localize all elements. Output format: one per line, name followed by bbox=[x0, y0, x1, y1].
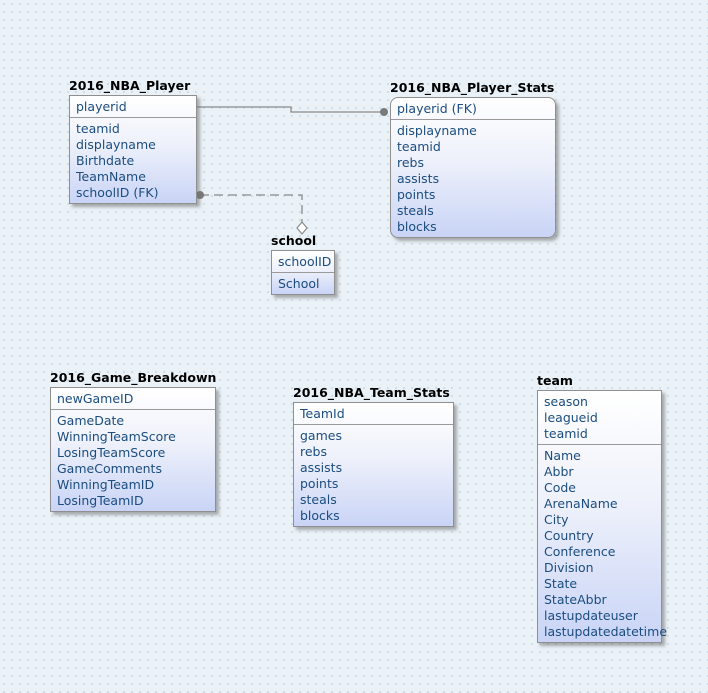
entity-box[interactable]: season leagueid teamid Name Abbr Code Ar… bbox=[537, 390, 668, 643]
attribute-field[interactable]: Division bbox=[544, 560, 594, 575]
primary-key-section: playerid bbox=[70, 96, 196, 118]
entity-title: 2016_NBA_Player_Stats bbox=[390, 80, 555, 95]
attribute-field[interactable]: GameComments bbox=[57, 461, 162, 476]
attribute-field[interactable]: games bbox=[300, 428, 342, 443]
entity-box[interactable]: playerid teamid displayname Birthdate Te… bbox=[69, 95, 197, 204]
key-field[interactable]: playerid (FK) bbox=[397, 101, 477, 116]
entity-title: 2016_NBA_Team_Stats bbox=[293, 385, 450, 400]
attribute-field[interactable]: lastupdatedatetime bbox=[544, 624, 668, 639]
attribute-field[interactable]: blocks bbox=[397, 219, 437, 234]
entity-title: team bbox=[537, 373, 573, 388]
attribute-field[interactable]: City bbox=[544, 512, 569, 527]
attribute-field[interactable]: School bbox=[278, 276, 320, 291]
attribute-section: School bbox=[272, 273, 334, 294]
attribute-field[interactable]: points bbox=[397, 187, 436, 202]
key-field[interactable]: TeamId bbox=[300, 406, 345, 421]
relationship-player-to-school[interactable] bbox=[200, 194, 303, 222]
relationship-end-dot bbox=[380, 108, 388, 116]
attribute-field[interactable]: WinningTeamScore bbox=[57, 429, 176, 444]
attribute-field[interactable]: StateAbbr bbox=[544, 592, 607, 607]
attribute-field[interactable]: LosingTeamScore bbox=[57, 445, 166, 460]
entity-box[interactable]: playerid (FK) displayname teamid rebs as… bbox=[390, 97, 556, 238]
attribute-field[interactable]: assists bbox=[300, 460, 343, 475]
relationship-start-dot bbox=[196, 191, 204, 199]
primary-key-section: newGameID bbox=[51, 388, 215, 410]
entity-title: school bbox=[271, 233, 317, 248]
attribute-field[interactable]: steals bbox=[300, 492, 337, 507]
attribute-section: games rebs assists points steals blocks bbox=[294, 425, 453, 526]
entity-title: 2016_Game_Breakdown bbox=[50, 370, 217, 385]
attribute-field[interactable]: Conference bbox=[544, 544, 616, 559]
attribute-field[interactable]: teamid bbox=[397, 139, 441, 154]
key-field[interactable]: season bbox=[544, 394, 588, 409]
primary-key-section: TeamId bbox=[294, 403, 453, 425]
attribute-field[interactable]: points bbox=[300, 476, 339, 491]
attribute-field[interactable]: blocks bbox=[300, 508, 340, 523]
attribute-field[interactable]: Name bbox=[544, 448, 581, 463]
entity-box[interactable]: newGameID GameDate WinningTeamScore Losi… bbox=[50, 387, 216, 512]
attribute-field[interactable]: schoolID (FK) bbox=[76, 185, 159, 200]
attribute-field[interactable]: Abbr bbox=[544, 464, 574, 479]
attribute-field[interactable]: LosingTeamID bbox=[57, 493, 144, 508]
entity-box[interactable]: schoolID School bbox=[271, 250, 335, 295]
attribute-section: Name Abbr Code ArenaName City Country Co… bbox=[538, 445, 668, 642]
key-field[interactable]: newGameID bbox=[57, 391, 134, 406]
attribute-field[interactable]: assists bbox=[397, 171, 440, 186]
attribute-section: GameDate WinningTeamScore LosingTeamScor… bbox=[51, 410, 215, 511]
key-field[interactable]: playerid bbox=[76, 99, 127, 114]
relationship-player-to-player-stats[interactable] bbox=[197, 106, 384, 113]
attribute-section: teamid displayname Birthdate TeamName sc… bbox=[70, 118, 196, 203]
attribute-section: displayname teamid rebs assists points s… bbox=[391, 120, 555, 237]
entity-box[interactable]: TeamId games rebs assists points steals … bbox=[293, 402, 454, 527]
attribute-field[interactable]: GameDate bbox=[57, 413, 125, 428]
attribute-field[interactable]: Country bbox=[544, 528, 594, 543]
primary-key-section: playerid (FK) bbox=[391, 98, 555, 120]
attribute-field[interactable]: lastupdateuser bbox=[544, 608, 638, 623]
relationship-diamond bbox=[296, 221, 308, 235]
key-field[interactable]: teamid bbox=[544, 426, 588, 441]
key-field[interactable]: leagueid bbox=[544, 410, 598, 425]
attribute-field[interactable]: rebs bbox=[300, 444, 328, 459]
attribute-field[interactable]: steals bbox=[397, 203, 434, 218]
primary-key-section: schoolID bbox=[272, 251, 334, 273]
attribute-field[interactable]: rebs bbox=[397, 155, 425, 170]
entity-title: 2016_NBA_Player bbox=[69, 78, 191, 93]
attribute-field[interactable]: teamid bbox=[76, 121, 120, 136]
attribute-field[interactable]: State bbox=[544, 576, 578, 591]
attribute-field[interactable]: ArenaName bbox=[544, 496, 618, 511]
attribute-field[interactable]: displayname bbox=[76, 137, 156, 152]
key-field[interactable]: schoolID bbox=[278, 254, 332, 269]
attribute-field[interactable]: Birthdate bbox=[76, 153, 135, 168]
attribute-field[interactable]: TeamName bbox=[76, 169, 146, 184]
attribute-field[interactable]: Code bbox=[544, 480, 577, 495]
attribute-field[interactable]: displayname bbox=[397, 123, 477, 138]
attribute-field[interactable]: WinningTeamID bbox=[57, 477, 155, 492]
primary-key-section: season leagueid teamid bbox=[538, 391, 661, 445]
